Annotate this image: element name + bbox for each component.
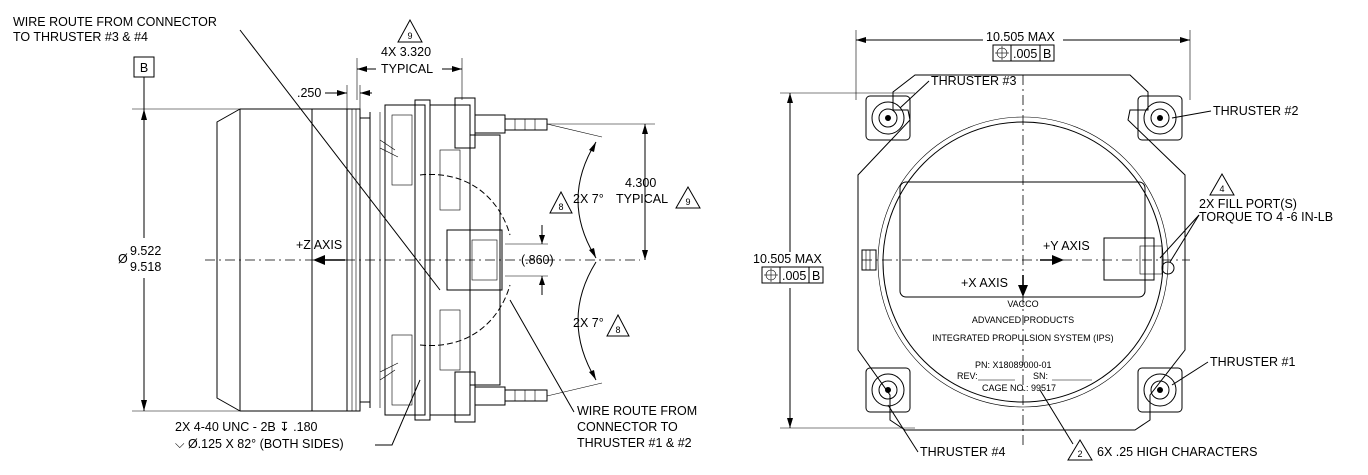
note-9-top: 9	[407, 31, 412, 41]
note-4: 4	[1219, 184, 1224, 194]
thruster-3-leader	[899, 80, 930, 109]
thruster-2-graphic	[1137, 95, 1183, 141]
ips-body	[857, 74, 1186, 431]
z-axis-label: +Z AXIS	[296, 238, 342, 252]
note-2-leader	[1039, 389, 1074, 445]
typical-right-label: TYPICAL	[616, 192, 668, 206]
wire-route-bottom-leader	[509, 299, 575, 413]
x-axis-label: +X AXIS	[961, 276, 1008, 290]
fill-port-label: 2X FILL PORT(S)	[1199, 197, 1297, 211]
plate-pn: PN: X18089000-01	[975, 360, 1052, 370]
z-axis: +Z AXIS	[296, 238, 345, 265]
plate-sn: SN:	[1033, 371, 1048, 381]
wire-route-top-line1: WIRE ROUTE FROM CONNECTOR	[13, 15, 217, 29]
front-view: 10.505 MAX .005 B 10.505 MAX .005	[752, 30, 1333, 461]
note-8-bottom: 8	[615, 325, 620, 335]
wire-route-top-leader	[239, 29, 441, 291]
diameter-symbol: Ø	[118, 252, 128, 266]
width-datum: B	[1043, 47, 1051, 61]
height-datum: B	[812, 269, 820, 283]
thruster-4-graphic	[865, 367, 911, 413]
thruster-2-leader	[1171, 110, 1212, 119]
nameplate: VACCO ADVANCED PRODUCTS INTEGRATED PROPU…	[932, 299, 1113, 393]
note-2: 2	[1077, 449, 1082, 459]
dim-4x-3320: 9 4X 3.320 TYPICAL	[356, 18, 463, 100]
width-tolerance: .005	[1013, 47, 1037, 61]
chars-note: 6X .25 HIGH CHARACTERS	[1097, 445, 1257, 459]
angle-dims: 8 2X 7° 2X 7° 8	[546, 123, 630, 397]
fill-port-leader-1	[1159, 214, 1200, 259]
z-axis-arrow-icon	[313, 255, 325, 265]
thruster-1-label: THRUSTER #1	[1210, 355, 1295, 369]
width-max-label: 10.505 MAX	[986, 30, 1055, 44]
width-dimension: 10.505 MAX .005 B	[855, 30, 1191, 100]
y-axis-label: +Y AXIS	[1043, 239, 1090, 253]
wire-route-top-line2: TO THRUSTER #3 & #4	[13, 30, 148, 44]
tank-body	[216, 108, 381, 412]
height-tolerance: .005	[782, 269, 806, 283]
thruster-2-label: THRUSTER #2	[1213, 104, 1298, 118]
angle-top-label: 2X 7°	[573, 192, 604, 206]
thruster-1-graphic	[1137, 367, 1183, 413]
wire-route-bottom-line1: WIRE ROUTE FROM	[577, 404, 697, 418]
plate-line-3: INTEGRATED PROPULSION SYSTEM (IPS)	[932, 333, 1113, 343]
note-4-triangle	[1209, 172, 1235, 196]
dim-250-label: .250	[297, 86, 321, 100]
dim-4300-label: 4.300	[625, 176, 656, 190]
note-8-top: 8	[558, 202, 563, 212]
height-max-label: 10.505 MAX	[753, 252, 822, 266]
plate-cage: CAGE NO.: 99517	[982, 383, 1056, 393]
height-dimension: 10.505 MAX .005 B	[752, 92, 915, 429]
diameter-dimension: Ø 9.522 9.518	[112, 108, 240, 412]
note-2-triangle	[1067, 439, 1093, 461]
note-8-top-triangle	[549, 190, 573, 214]
y-axis-arrow-icon	[1052, 255, 1064, 265]
thruster-1-leader	[1171, 361, 1209, 386]
dim-860-label: (.860)	[521, 253, 554, 267]
side-view: WIRE ROUTE FROM CONNECTOR TO THRUSTER #3…	[13, 15, 701, 451]
angle-bottom-label: 2X 7°	[573, 316, 604, 330]
note-9-top-triangle	[397, 18, 423, 43]
note-9-right-triangle	[675, 185, 701, 209]
dim-250: .250	[297, 85, 372, 109]
diameter-upper: 9.522	[130, 244, 161, 258]
datum-b-label: B	[140, 61, 148, 75]
plate-line-2: ADVANCED PRODUCTS	[972, 315, 1074, 325]
thruster-3-graphic	[865, 95, 911, 141]
x-axis-arrow-icon	[1018, 285, 1028, 297]
note-9-right: 9	[685, 197, 690, 207]
wire-route-bottom-line2: CONNECTOR TO	[577, 420, 678, 434]
thruster-3-label: THRUSTER #3	[931, 74, 1016, 88]
thruster-4-leader	[887, 404, 919, 453]
plate-line-1: VACCO	[1007, 299, 1038, 309]
dim-4300: 4.300 TYPICAL 9	[547, 123, 701, 260]
dim-860: (.860)	[505, 225, 554, 295]
wire-route-bottom-line3: THRUSTER #1 & #2	[577, 436, 692, 450]
torque-label: TORQUE TO 4 -6 IN-LB	[1199, 210, 1333, 224]
hole-callout: 2X 4-40 UNC - 2B ↧ .180	[175, 420, 318, 434]
thruster-4-label: THRUSTER #4	[920, 445, 1005, 459]
typical-top-label: TYPICAL	[381, 62, 433, 76]
dim-4x-label: 4X 3.320	[381, 45, 431, 59]
csink-callout: ⌵ Ø.125 X 82° (BOTH SIDES)	[175, 437, 344, 451]
plate-rev: REV:	[957, 371, 978, 381]
diameter-lower: 9.518	[130, 260, 161, 274]
hole-callout-leader	[375, 379, 421, 446]
fill-port-leader-2	[1169, 214, 1200, 263]
note-8-bottom-triangle	[606, 313, 630, 337]
